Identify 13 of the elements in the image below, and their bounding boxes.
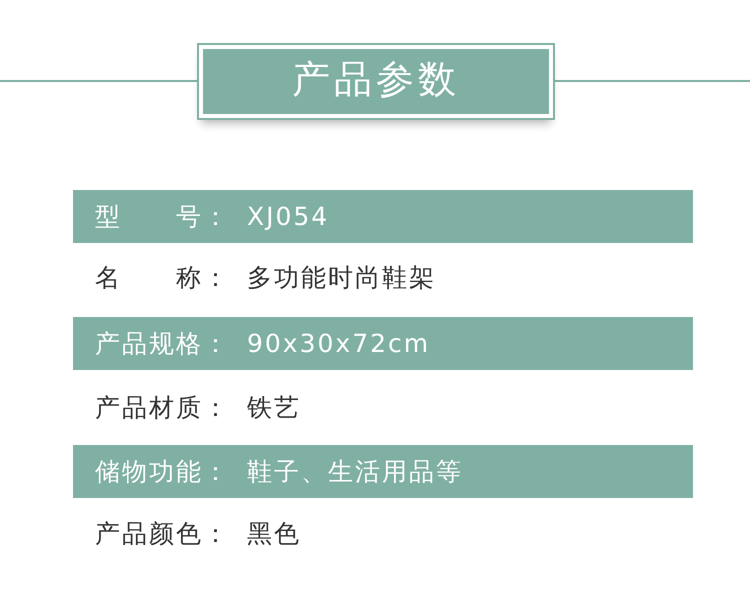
- spec-label: 名 称：: [95, 262, 230, 294]
- spec-value: 多功能时尚鞋架: [247, 262, 436, 294]
- spec-value: 铁艺: [247, 392, 301, 424]
- spec-label: 产品材质：: [95, 392, 230, 424]
- spec-label: 产品规格：: [95, 328, 230, 360]
- spec-label: 型 号：: [95, 201, 230, 233]
- spec-value: 黑色: [247, 518, 301, 550]
- spec-value: 鞋子、生活用品等: [247, 456, 463, 488]
- title: 产品参数: [291, 57, 461, 101]
- spec-value: XJ054: [247, 201, 330, 233]
- spec-value: 90x30x72cm: [247, 328, 430, 360]
- spec-label: 储物功能：: [95, 456, 230, 488]
- spec-label: 产品颜色：: [95, 518, 230, 550]
